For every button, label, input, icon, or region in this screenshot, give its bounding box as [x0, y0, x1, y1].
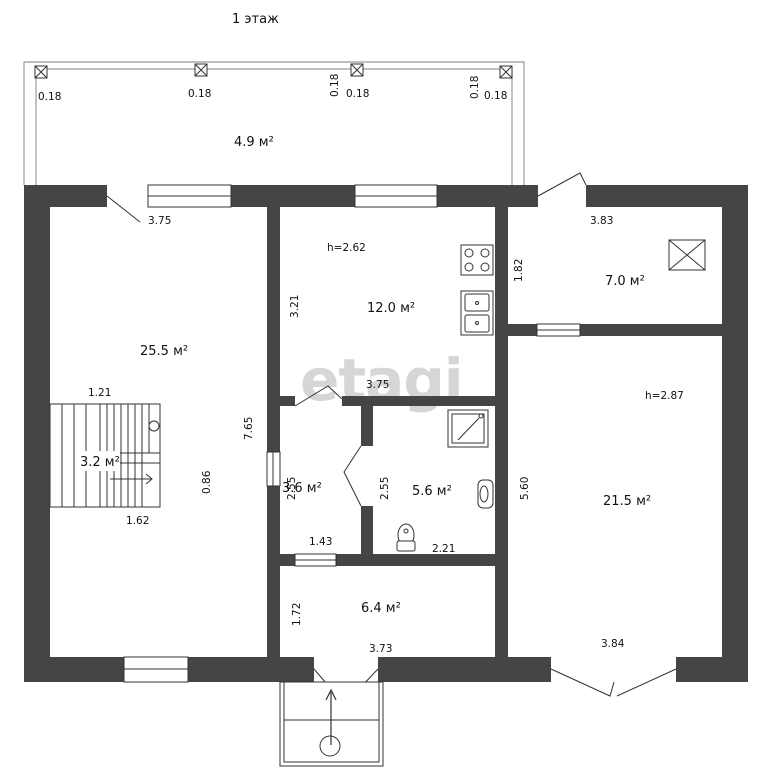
post-icon [34, 65, 48, 79]
terrace: 0.18 0.18 0.18 0.18 0.18 0.18 4.9 м² [23, 61, 525, 185]
walls [24, 185, 748, 682]
dimension-label: 0.18 [346, 88, 369, 100]
dimension-label: 3.73 [369, 643, 392, 655]
dimension-label: 0.18 [469, 76, 481, 99]
post-icon [350, 63, 364, 77]
dimension-label: 1.62 [126, 515, 149, 527]
window [123, 656, 189, 683]
dimension-label: 2.55 [286, 477, 298, 500]
window [354, 184, 438, 208]
dimension-label: 3.75 [366, 379, 389, 391]
dimension-label: 0.18 [329, 74, 341, 97]
door-icon [294, 385, 343, 407]
label-bg [76, 451, 120, 471]
window [147, 184, 232, 208]
dimension-label: 2.55 [379, 477, 391, 500]
dimension-label: 3.84 [601, 638, 625, 650]
room-area: 21.5 м² [603, 494, 651, 509]
room-area: 25.5 м² [140, 344, 188, 359]
room-area: 3.2 м² [80, 455, 120, 470]
post-icon [499, 65, 513, 79]
dimension-label: 1.82 [513, 259, 525, 282]
ceiling-height: h=2.87 [645, 390, 684, 402]
door-icon [537, 172, 587, 197]
dimension-label: 2.21 [432, 543, 455, 555]
room-area: 4.9 м² [234, 135, 274, 150]
dimension-label: 0.18 [38, 91, 61, 103]
shower-icon [447, 409, 489, 448]
room-area: 6.4 м² [361, 601, 401, 616]
room-area: 5.6 м² [412, 484, 452, 499]
window [536, 323, 581, 337]
dimension-label: 3.83 [590, 215, 613, 227]
stove-icon [460, 244, 494, 276]
sink-icon [460, 290, 494, 336]
toilet-icon [396, 523, 416, 552]
room-area: 7.0 м² [605, 274, 645, 289]
door-icon [343, 445, 362, 507]
door-icon [106, 195, 141, 223]
dimension-label: 0.86 [201, 470, 213, 494]
windows [123, 184, 581, 683]
post-icon [194, 63, 208, 77]
window [294, 553, 337, 567]
dimension-label: 3.75 [148, 215, 171, 227]
room-area: 3.6 м² [282, 481, 322, 496]
dimension-label: 1.21 [88, 387, 111, 399]
doors [106, 172, 677, 697]
dimension-label: 1.72 [291, 603, 303, 626]
ceiling-height: h=2.62 [327, 242, 366, 254]
dimension-label: 1.43 [309, 536, 332, 548]
chimney-icon [668, 239, 706, 271]
room-area: 12.0 м² [367, 301, 415, 316]
door-icon [550, 668, 677, 697]
floor-title: 1 этаж [232, 12, 279, 27]
washbasin-icon [477, 479, 494, 509]
dimension-label: 0.18 [484, 90, 507, 102]
dimension-label: 7.65 [243, 417, 255, 440]
dimension-label: 3.21 [289, 295, 301, 318]
dimension-label: 0.18 [188, 88, 211, 100]
window [266, 451, 281, 487]
dimension-label: 5.60 [519, 477, 531, 500]
entry-porch [279, 681, 384, 767]
